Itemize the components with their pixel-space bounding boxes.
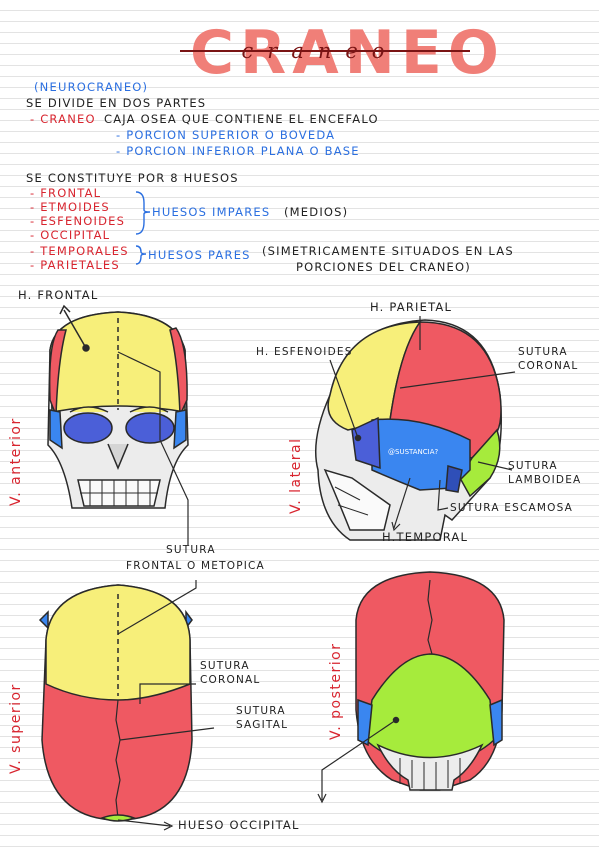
label-sutura-sagital-2: SAGITAL [236,719,289,731]
pares-note-1: (SIMETRICAMENTE SITUADOS EN LAS [262,244,514,258]
title-underline [180,50,470,52]
view-anterior: V. anterior [8,417,24,506]
view-superior: V. superior [8,683,24,774]
page-title: CRANEO [190,18,505,88]
watermark: @SUSTANCIA? [388,448,439,456]
pares-note-2: PORCIONES DEL CRANEO) [296,260,471,274]
impares-bracket [135,191,151,235]
bone-frontal: - FRONTAL [30,186,102,200]
bone-occipital: - OCCIPITAL [30,228,111,242]
label-sutura-frontal-1: SUTURA [166,544,216,556]
portion-superior: - PORCION SUPERIOR O BOVEDA [116,128,336,142]
label-sutura-lambdoidea-1: SUTURA [508,460,558,472]
label-sutura-sagital-1: SUTURA [236,705,286,717]
view-lateral: V. lateral [288,437,304,514]
skull-posterior [317,571,505,804]
label-sutura-coronal-superior-1: SUTURA [200,660,250,672]
constituted-text: SE CONSTITUYE POR 8 HUESOS [26,171,239,185]
skull-anterior [47,304,189,545]
label-h-parietal: H. PARIETAL [370,300,453,314]
page-title-script: craneo [241,39,399,63]
portion-inferior: - PORCION INFERIOR PLANA O BASE [116,144,360,158]
impares-label: HUESOS IMPARES [152,205,271,219]
intro-text: SE DIVIDE EN DOS PARTES [26,96,207,110]
skull-lateral [315,316,516,541]
subtitle: (NEUROCRANEO) [34,80,149,94]
label-sutura-escamosa: SUTURA ESCAMOSA [450,502,574,514]
view-posterior: V. posterior [328,642,344,741]
impares-note: (MEDIOS) [284,205,349,219]
label-sutura-coronal-lateral-1: SUTURA [518,346,568,358]
pares-label: HUESOS PARES [148,248,251,262]
label-sutura-lambdoidea-2: LAMBOIDEA [508,474,582,486]
label-sutura-frontal-2: FRONTAL O METOPICA [126,560,265,572]
label-h-frontal: H. FRONTAL [18,288,99,302]
bone-temporales: - TEMPORALES [30,244,129,258]
label-hueso-occipital: HUESO OCCIPITAL [178,818,300,832]
label-sutura-coronal-lateral-2: CORONAL [518,360,579,372]
label-sutura-coronal-superior-2: CORONAL [200,674,261,686]
bone-esfenoides: - ESFENOIDES [30,214,126,228]
label-h-esfenoides: H. ESFENOIDES [256,346,353,358]
skull-superior [38,580,215,831]
bone-etmoides: - ETMOIDES [30,200,110,214]
pares-bracket [135,245,147,265]
label-h-temporal: H.TEMPORAL [382,530,469,544]
craneo-term: - CRANEO [30,112,96,126]
bone-parietales: - PARIETALES [30,258,120,272]
craneo-definition: CAJA OSEA QUE CONTIENE EL ENCEFALO [104,112,379,126]
